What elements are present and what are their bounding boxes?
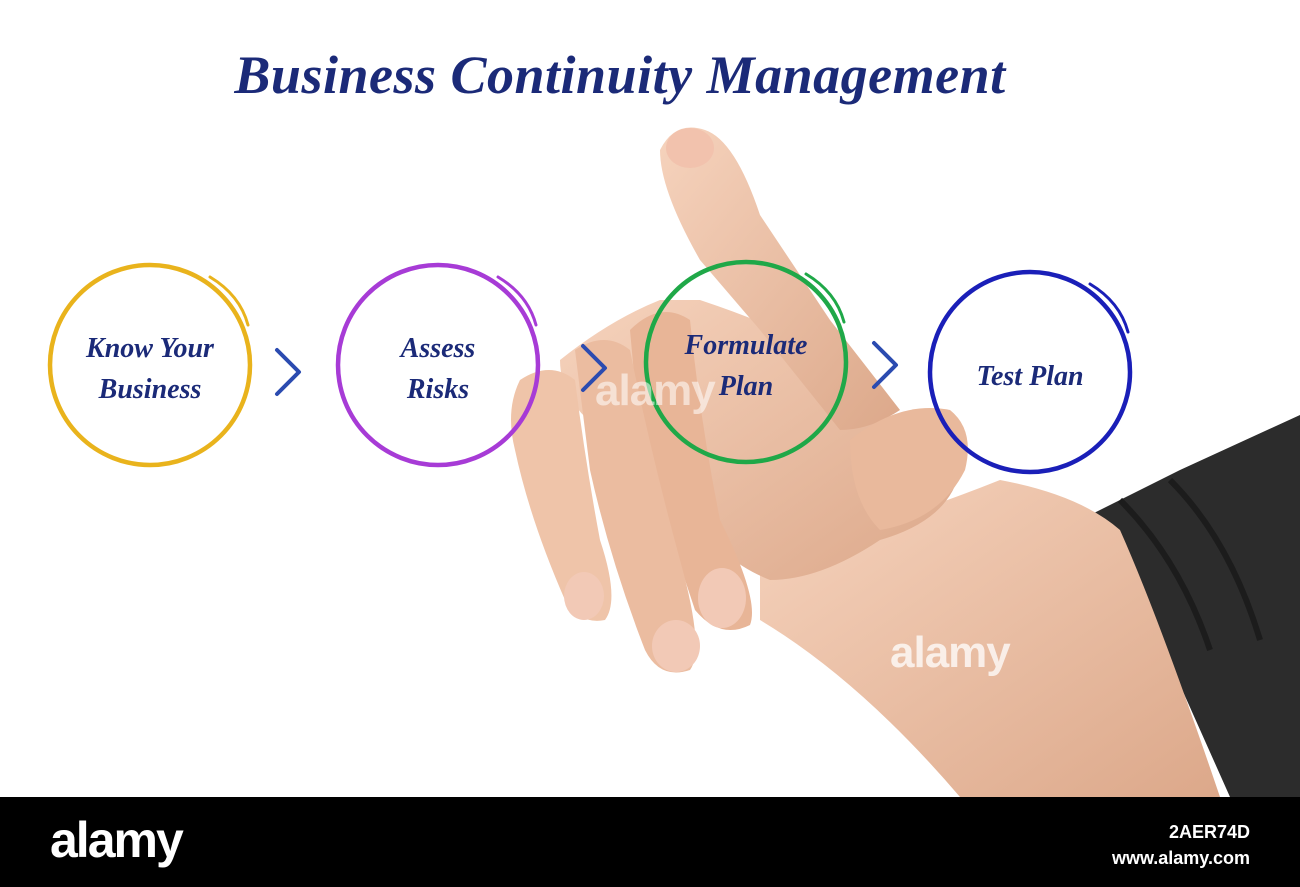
little-nail: [564, 572, 604, 620]
ring-nail: [652, 620, 700, 672]
step-circle: [643, 259, 849, 465]
circle-stroke-tail: [1088, 282, 1130, 334]
illustration: [47, 127, 1300, 797]
diagram-title: Business Continuity Management: [234, 45, 1006, 105]
chevron-right-icon: [275, 348, 301, 396]
chevron-right-icon: [581, 344, 607, 392]
middle-finger: [630, 312, 752, 630]
circle-stroke-tail: [208, 275, 250, 327]
step-label-line: Business: [98, 374, 202, 405]
little-finger: [511, 370, 612, 621]
step-circle: [47, 262, 253, 468]
index-finger: [660, 127, 900, 430]
image-id: 2AER74D: [1168, 822, 1250, 842]
site-url: www.alamy.com: [1111, 848, 1250, 868]
step-circle: [335, 262, 541, 468]
watermark: alamy: [890, 628, 1011, 677]
step-label-line: Assess: [400, 333, 476, 364]
circle-stroke-tail: [496, 275, 538, 327]
thumb: [850, 408, 968, 530]
step-arrows: [275, 341, 898, 396]
chevron-right-icon: [872, 341, 898, 389]
footer-bar: alamy 2AER74D www.alamy.com: [0, 797, 1300, 887]
footer-logo: alamy: [50, 812, 184, 868]
step-label-line: Formulate: [684, 330, 808, 361]
step-label: Test Plan: [935, 356, 1125, 397]
footer-info: 2AER74D www.alamy.com: [1112, 819, 1250, 871]
index-nail: [666, 128, 714, 168]
circle-stroke-tail: [804, 272, 846, 324]
step-label-line: Plan: [718, 371, 774, 402]
step-circles: [47, 259, 1133, 475]
step-label-line: Test Plan: [976, 360, 1084, 392]
step-label-line: Risks: [406, 374, 470, 405]
diagram-stage: Business Continuity Management Know Your…: [47, 45, 1300, 797]
watermark: alamy: [595, 366, 716, 415]
forearm: [760, 480, 1220, 797]
middle-nail: [698, 568, 746, 628]
step-circle: [927, 269, 1133, 475]
ring-finger: [575, 340, 696, 673]
step-label-line: Know Your: [86, 333, 214, 364]
sleeve-fold: [1117, 477, 1263, 651]
